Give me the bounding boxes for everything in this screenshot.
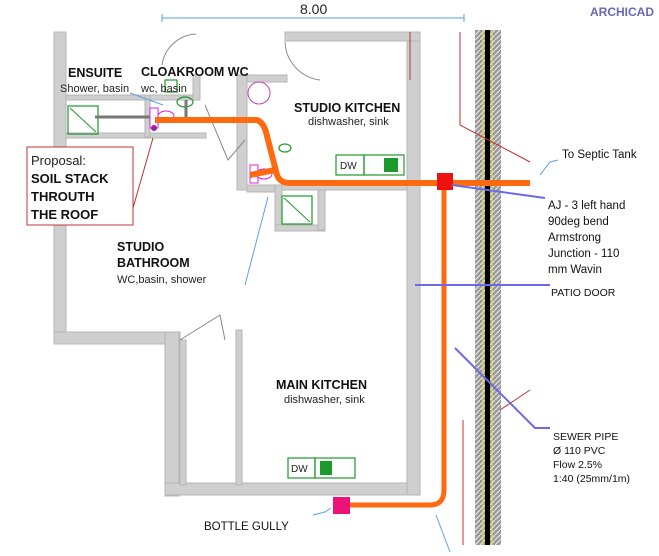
cloakroom-fixtures: wc, basin (140, 83, 187, 95)
fixtures (67, 79, 405, 479)
bottle-gully-marker (333, 497, 350, 514)
archicad-logo: ARCHICAD (590, 5, 654, 19)
dimension-value: 8.00 (300, 1, 327, 17)
doors (161, 33, 321, 341)
soil-pipe-run (155, 117, 530, 508)
sewer-note-3: Flow 2.5% (553, 459, 602, 471)
studio-bathroom-title-2: BATHROOM (117, 256, 190, 270)
septic-tank-note: To Septic Tank (562, 149, 637, 161)
proposal-line-2: THROUTH (31, 189, 95, 204)
sewer-note-4: 1:40 (25mm/1m) (553, 473, 630, 485)
main-kitchen-title: MAIN KITCHEN (276, 378, 367, 392)
dimension-line: 8.00 (161, 1, 465, 22)
external-wall (475, 30, 501, 545)
proposal-label: Proposal: (31, 153, 86, 168)
bottle-gully-note: BOTTLE GULLY (204, 521, 289, 533)
leader-lines (129, 92, 559, 553)
studio-kitchen-title: STUDIO KITCHEN (294, 101, 400, 115)
ensuite-title: ENSUITE (68, 66, 122, 80)
sewer-note-2: Ø 110 PVC (553, 445, 606, 457)
junction-note-2: 90deg bend (548, 216, 609, 228)
studio-bathroom-fixtures: WC,basin, shower (117, 274, 207, 286)
junction-note-3: Armstrong (548, 232, 601, 244)
main-dishwasher-label: DW (291, 464, 308, 475)
studio-bathroom-title-1: STUDIO (117, 240, 165, 254)
armstrong-junction-marker (437, 173, 453, 190)
patio-door-note: PATIO DOOR (551, 287, 616, 299)
cloakroom-title: CLOAKROOM WC (141, 65, 249, 79)
junction-note-5: mm Wavin (548, 264, 602, 276)
studio-dishwasher-label: DW (340, 161, 357, 172)
main-kitchen-fixtures: dishwasher, sink (284, 394, 365, 406)
proposal-callout: Proposal: SOIL STACK THROUTH THE ROOF (26, 146, 134, 226)
site-lines (409, 32, 531, 545)
studio-kitchen-fixtures: dishwasher, sink (308, 116, 389, 128)
proposal-line-3: THE ROOF (31, 207, 98, 222)
proposal-line-1: SOIL STACK (31, 171, 109, 186)
sewer-note-1: SEWER PIPE (553, 431, 618, 443)
ensuite-fixtures: Shower, basin (60, 83, 129, 95)
junction-note-4: Junction - 110 (548, 248, 619, 260)
junction-note-1: AJ - 3 left hand (548, 200, 625, 212)
